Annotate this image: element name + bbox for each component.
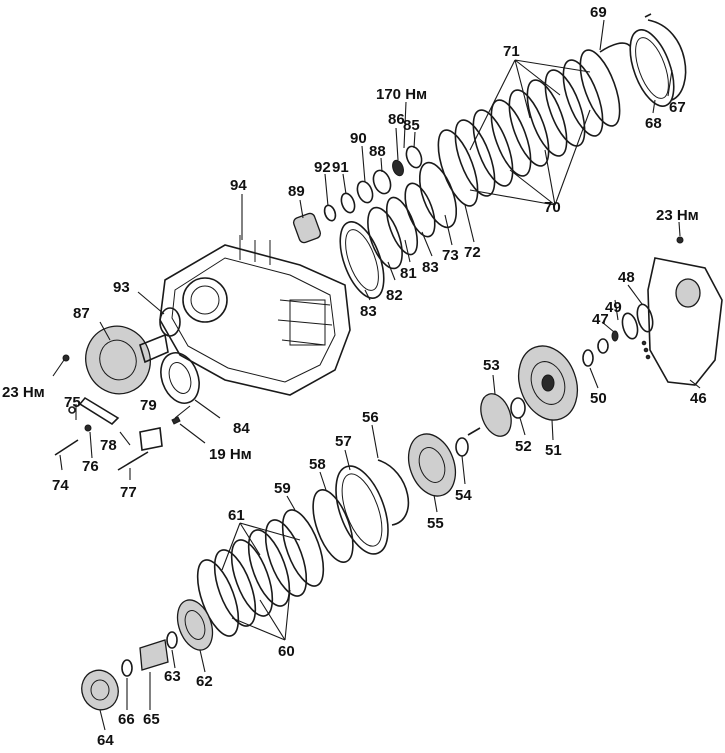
label-93: 93 [113,279,130,296]
part-66-ring [121,659,133,677]
part-64-output-flange [81,669,119,711]
label-65: 65 [143,711,160,728]
part-56-snap-ring [377,459,410,526]
label-77: 77 [120,484,137,501]
parts-59-61-clutch-discs [196,509,325,637]
part-51-gear [518,345,578,421]
part-55-drum [407,433,457,497]
label-54: 54 [455,487,472,504]
parts-85-92-small [292,145,423,244]
part-84-gear [160,352,200,404]
part-67-snap-ring [644,13,687,101]
label-56: 56 [362,409,379,426]
part-94-transmission-case [159,235,351,396]
label-48: 48 [618,269,635,286]
label-59: 59 [274,480,291,497]
label-94: 94 [230,177,247,194]
label-23-nm-right: 23 Нм [656,207,699,224]
part-57-piston [335,465,389,555]
label-62: 62 [196,673,213,690]
parts-74-79-hardware [54,354,181,471]
label-51: 51 [545,442,562,459]
label-47: 47 [592,311,609,328]
label-83-lower: 83 [360,303,377,320]
part-93-seal [159,307,181,337]
label-57: 57 [335,433,352,450]
label-75: 75 [64,394,81,411]
label-73: 73 [442,247,459,264]
label-91: 91 [332,159,349,176]
label-23-nm-left: 23 Нм [2,384,45,401]
label-67: 67 [669,99,686,116]
part-81-83-rings [339,196,419,299]
part-labels: 69 71 170 Нм 86 85 90 88 92 91 94 89 67 … [2,4,707,749]
label-92: 92 [314,159,331,176]
part-71-clutch-discs [437,49,621,207]
part-68-clutch-plate [629,29,675,107]
label-55: 55 [427,515,444,532]
part-46-rear-cover [647,236,723,386]
label-170-nm: 170 Нм [376,86,427,103]
label-76: 76 [82,458,99,475]
label-49: 49 [605,299,622,316]
label-46: 46 [690,390,707,407]
label-84: 84 [233,420,250,437]
part-87-pump [85,325,169,395]
label-82: 82 [386,287,403,304]
label-68: 68 [645,115,662,132]
label-85: 85 [403,117,420,134]
part-58-ring [312,489,354,563]
parts-47-50-rings [582,303,654,367]
part-72-73-rings [404,161,458,238]
label-71: 71 [503,43,520,60]
label-70: 70 [544,199,561,216]
label-86: 86 [388,111,405,128]
part-52-ring [510,397,526,419]
label-53: 53 [483,357,500,374]
part-54-ring [455,437,469,457]
label-78: 78 [100,437,117,454]
label-69: 69 [590,4,607,21]
label-63: 63 [164,668,181,685]
label-64: 64 [97,732,114,749]
part-53-carrier [467,393,512,437]
label-66: 66 [118,711,135,728]
part-69-snap-ring [599,42,631,53]
label-89: 89 [288,183,305,200]
leader-lines [52,19,701,731]
label-83-upper: 83 [422,259,439,276]
label-90: 90 [350,130,367,147]
label-52: 52 [515,438,532,455]
label-19-nm: 19 Нм [209,446,252,463]
part-63-ring [166,631,178,649]
label-74: 74 [52,477,69,494]
part-65-shaft [139,639,169,671]
label-58: 58 [309,456,326,473]
label-72: 72 [464,244,481,261]
label-87: 87 [73,305,90,322]
label-88: 88 [369,143,386,160]
label-61: 61 [228,507,245,524]
part-62-hub [176,599,214,651]
label-60: 60 [278,643,295,660]
label-81: 81 [400,265,417,282]
label-79: 79 [140,397,157,414]
label-50: 50 [590,390,607,407]
